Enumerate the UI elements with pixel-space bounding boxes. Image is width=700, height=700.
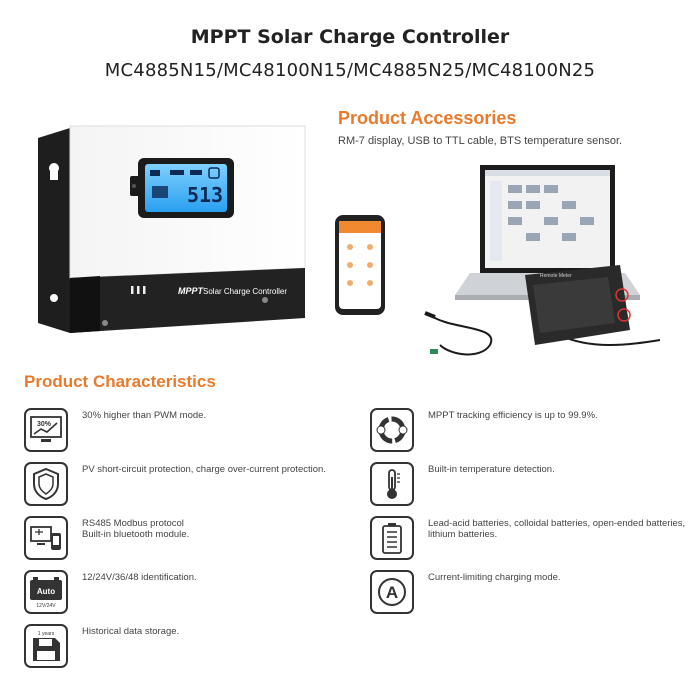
page-title: MPPT Solar Charge Controller — [190, 26, 510, 48]
feature-text: Built-in temperature detection. — [428, 464, 555, 475]
model-numbers: MC4885N15/MC48100N15/MC4885N25/MC48100N2… — [104, 60, 596, 81]
svg-text:12V/24V: 12V/24V — [36, 603, 56, 609]
feature-text: Lead-acid batteries, colloidal batteries… — [428, 518, 686, 540]
characteristics-title: Product Characteristics — [24, 372, 216, 391]
accessories-image: Remote Meter — [335, 165, 661, 356]
feature-item: Lead-acid batteries, colloidal batteries… — [370, 516, 692, 560]
feature-text: Historical data storage. — [82, 626, 180, 637]
feature-item: Auto 12V/24V 12/24V/36/48 identification… — [24, 570, 334, 614]
ampere-icon: A — [370, 570, 414, 614]
brand-label: MPPT — [178, 286, 205, 296]
svg-text:1 years: 1 years — [38, 631, 55, 637]
feature-item: RS485 Modbus protocol Built-in bluetooth… — [24, 516, 334, 560]
devices-icon — [24, 516, 68, 560]
feature-text: MPPT tracking efficiency is up to 99.9%. — [428, 410, 598, 421]
thermometer-icon — [370, 462, 414, 506]
accessories-title: Product Accessories — [338, 108, 517, 128]
auto-battery-icon: Auto 12V/24V — [24, 570, 68, 614]
cycle-icon — [370, 408, 414, 452]
feature-item: Built-in temperature detection. — [370, 462, 690, 506]
battery-icon — [370, 516, 414, 560]
feature-item: 30% 30% higher than PWM mode. — [24, 408, 334, 452]
remote-meter-label: Remote Meter — [540, 273, 572, 279]
feature-text: RS485 Modbus protocol Built-in bluetooth… — [82, 518, 190, 540]
feature-text: Current-limiting charging mode. — [428, 572, 561, 583]
feature-text: 12/24V/36/48 identification. — [82, 572, 197, 583]
floppy-icon: 1 years — [24, 624, 68, 668]
feature-item: 1 years Historical data storage. — [24, 624, 334, 668]
feature-item: PV short-circuit protection, charge over… — [24, 462, 334, 506]
feature-item: A Current-limiting charging mode. — [370, 570, 690, 614]
svg-text:Auto: Auto — [37, 587, 55, 596]
feature-item: MPPT tracking efficiency is up to 99.9%. — [370, 408, 690, 452]
controller-device-image: 513 MPPT Solar Charge Controller — [38, 125, 306, 333]
svg-text:30%: 30% — [37, 421, 52, 428]
lcd-readout: 513 — [187, 183, 223, 207]
product-label: Solar Charge Controller — [203, 287, 287, 296]
svg-text:A: A — [386, 583, 398, 602]
feature-text: PV short-circuit protection, charge over… — [82, 464, 326, 475]
chart-up-icon: 30% — [24, 408, 68, 452]
shield-icon — [24, 462, 68, 506]
accessories-description: RM-7 display, USB to TTL cable, BTS temp… — [338, 135, 623, 147]
feature-text: 30% higher than PWM mode. — [82, 410, 207, 421]
